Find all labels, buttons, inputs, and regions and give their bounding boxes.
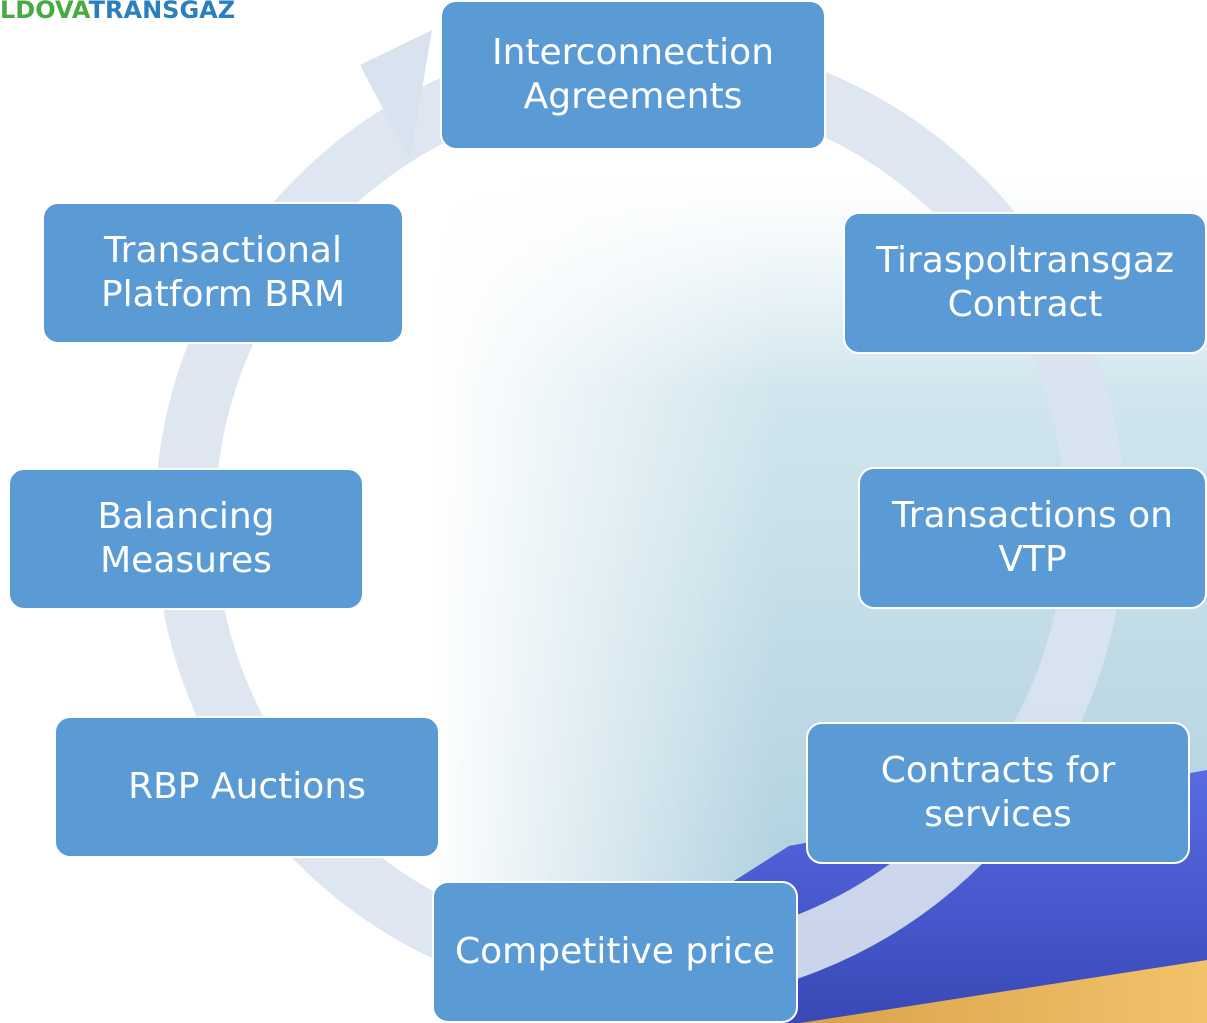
node-label: Balancing Measures xyxy=(97,496,275,581)
company-logo: LDOVATRANSGAZ xyxy=(0,0,236,24)
node-contracts-for-services: Contracts for services xyxy=(806,722,1190,864)
node-label: Interconnection Agreements xyxy=(491,32,775,117)
node-transactions-on-vtp: Transactions on VTP xyxy=(858,467,1207,609)
node-label: Tiraspoltransgaz Contract xyxy=(876,240,1174,325)
node-competitive-price: Competitive price xyxy=(432,881,798,1023)
node-label: Transactions on VTP xyxy=(892,495,1173,580)
node-label: RBP Auctions xyxy=(128,766,366,808)
node-interconnection-agreements: Interconnection Agreements xyxy=(440,0,826,150)
node-balancing-measures: Balancing Measures xyxy=(8,468,364,610)
node-label: Contracts for services xyxy=(880,750,1116,835)
node-rbp-auctions: RBP Auctions xyxy=(54,716,440,858)
cycle-arrowhead xyxy=(360,30,432,160)
node-label: Transactional Platform BRM xyxy=(100,230,346,315)
node-tiraspoltransgaz-contract: Tiraspoltransgaz Contract xyxy=(843,212,1207,354)
node-transactional-platform-brm: Transactional Platform BRM xyxy=(42,202,404,344)
node-label: Competitive price xyxy=(455,931,775,973)
